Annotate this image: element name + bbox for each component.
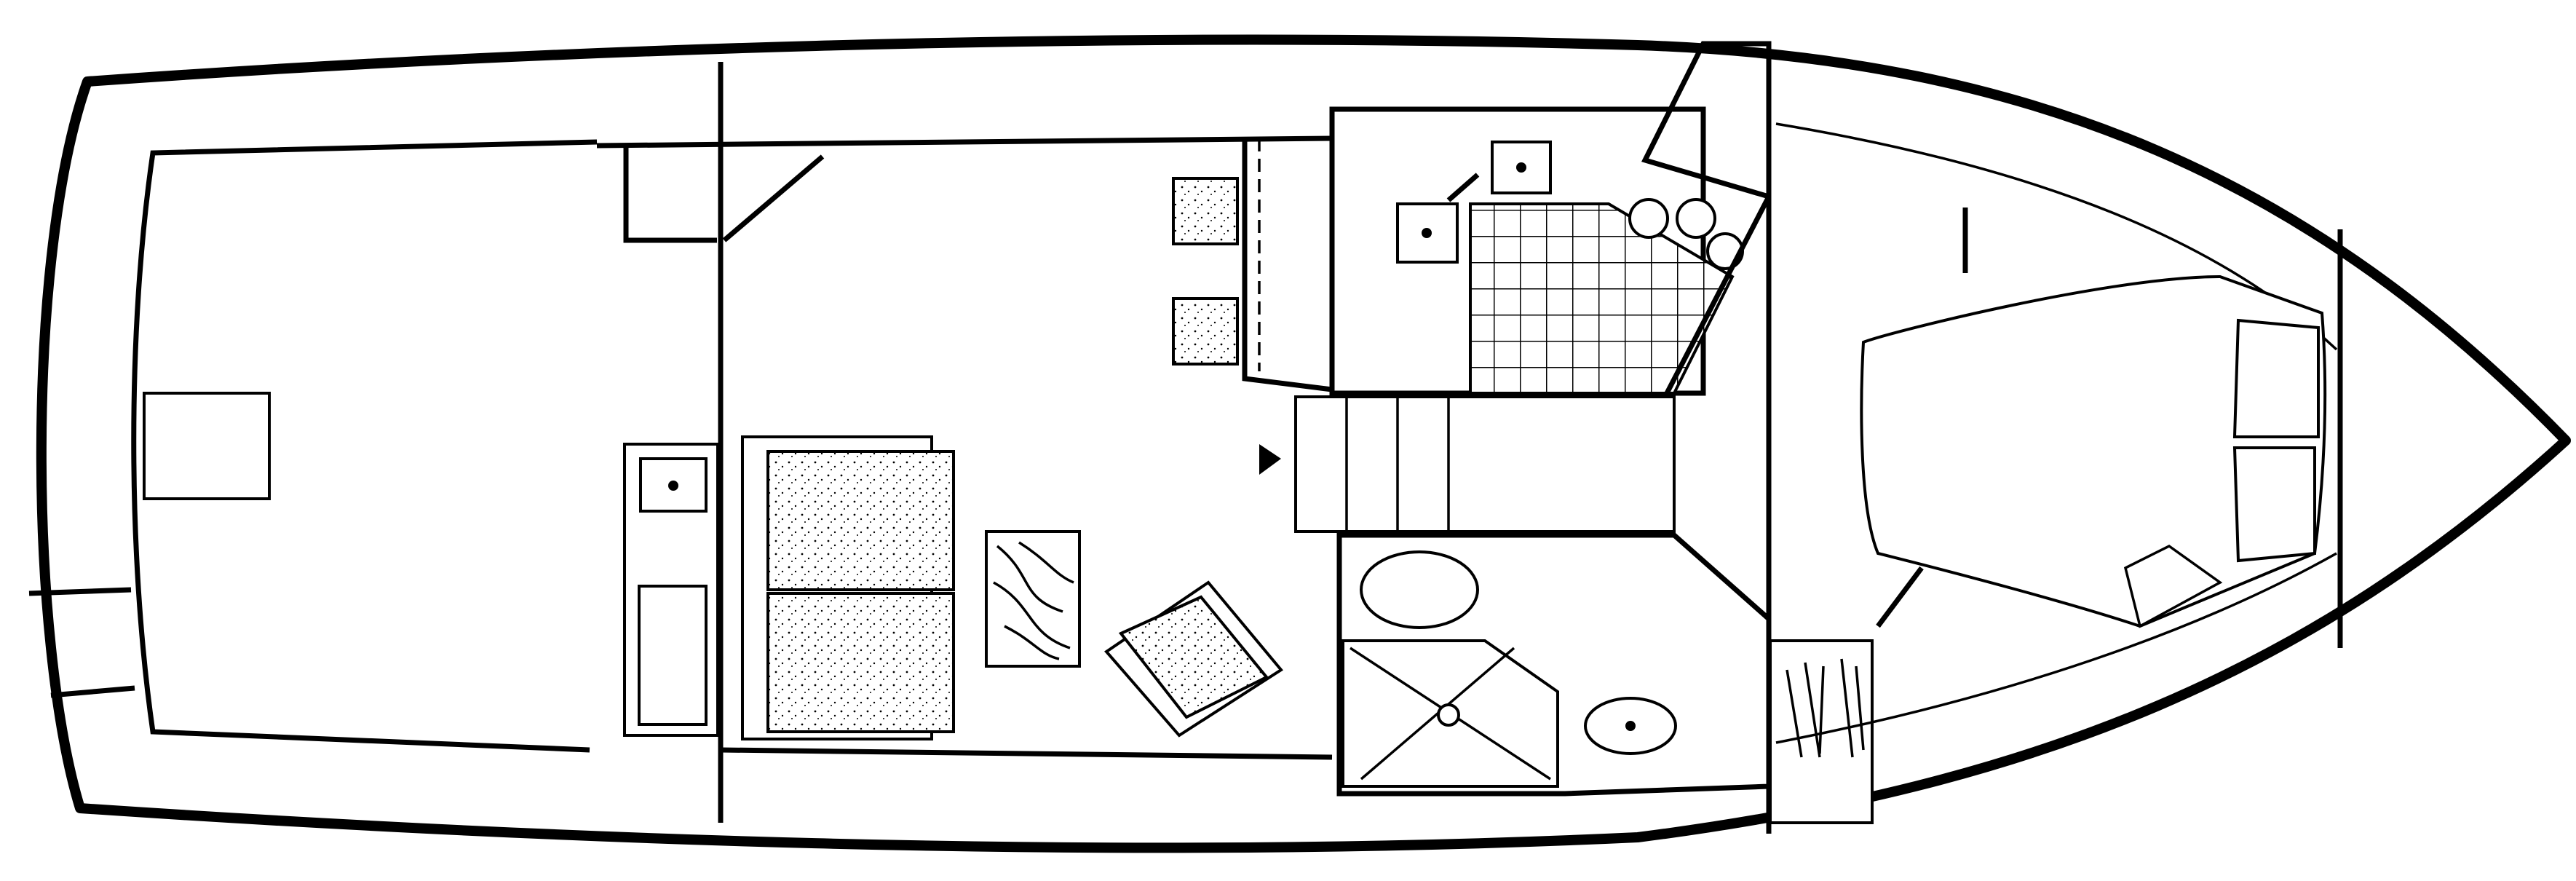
salon-sofa-cushion-2 [766, 592, 955, 733]
companionway-stairs [1294, 395, 1676, 533]
stove-burner-2-icon [1676, 198, 1716, 239]
dinette-counter [1242, 138, 1333, 392]
galley-sink-1-drain-icon [1422, 228, 1432, 238]
ottoman [1118, 595, 1269, 719]
head-toilet [1360, 550, 1479, 629]
galley-stove-panel [1641, 41, 1772, 200]
galley-diagonal-wall [1664, 195, 1772, 395]
salon-sofa-cushion-1 [766, 450, 955, 591]
v-berth-pillow-2 [2232, 446, 2316, 563]
forward-stateroom-shelf [1876, 208, 1968, 628]
wet-bar-counter [638, 585, 708, 726]
stove-burner-3-icon [1706, 232, 1744, 270]
cockpit-inner-line [131, 139, 598, 753]
bulkhead-salon-bottom [720, 747, 1333, 760]
galley-sink-2 [1491, 141, 1552, 194]
transom-step-top [28, 587, 135, 698]
coffee-table-grain [993, 541, 1074, 660]
head-basin-drain-icon [1625, 721, 1636, 731]
stove-burner-1-icon [1628, 198, 1669, 239]
cockpit-step-top [623, 146, 717, 243]
wet-bar-drain-icon [668, 481, 678, 491]
shower-drain-icon [1437, 703, 1460, 727]
hull-outline [36, 34, 2571, 853]
stair-direction-arrow-icon [1259, 444, 1281, 475]
galley-sink-2-drain-icon [1516, 162, 1526, 173]
bulkhead-salon-top [596, 135, 1333, 149]
bar-stool-2 [1172, 297, 1239, 366]
v-berth-foot-panel [2123, 544, 2223, 628]
galley-tile-floor [1469, 202, 1735, 395]
galley-faucet-icon [1446, 173, 1480, 202]
galley-outline [1329, 106, 1706, 396]
salon-door-diagonal [722, 154, 825, 242]
cockpit-hatch [143, 392, 271, 500]
bar-stool-1 [1172, 177, 1239, 245]
hanging-locker-hangers [1786, 658, 1865, 758]
v-berth-pillow-1 [2232, 318, 2320, 438]
